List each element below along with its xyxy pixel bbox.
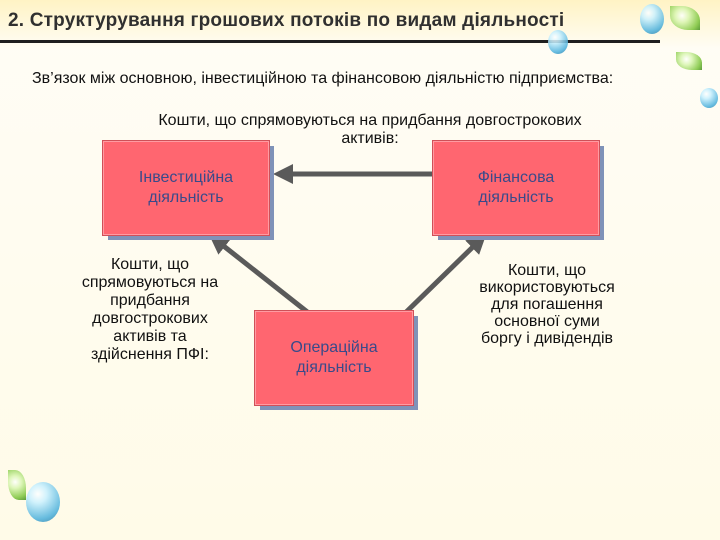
water-drop-icon xyxy=(548,30,568,54)
water-drop-icon xyxy=(700,88,718,108)
leaf-drop-icon xyxy=(8,470,26,500)
node-label-line: Інвестиційна xyxy=(138,169,234,186)
caption-line: Кошти, що xyxy=(110,256,190,273)
financial-activity-node: Фінансова діяльність xyxy=(432,140,600,236)
caption-line: використовуються xyxy=(479,279,615,296)
arrow-operating-to-financial xyxy=(396,233,487,322)
top-caption: Кошти, що спрямовуються на придбання дов… xyxy=(110,112,630,148)
caption-line: для погашення xyxy=(491,296,603,313)
caption-line: Кошти, що xyxy=(507,262,587,279)
node-label-line: Операційна xyxy=(290,339,378,356)
caption-line: активів та xyxy=(113,328,187,345)
caption-line: основної суми xyxy=(494,313,600,330)
caption-line: придбання xyxy=(110,292,190,309)
investment-activity-node: Інвестиційна діяльність xyxy=(102,140,270,236)
left-caption: Кошти, що спрямовуються на придбання дов… xyxy=(60,256,240,364)
caption-line: довгострокових xyxy=(92,310,208,327)
slide-subtitle: Зв’язок між основною, інвестиційною та ф… xyxy=(32,70,614,87)
arrow-operating-to-investment xyxy=(208,234,322,324)
caption-line: боргу і дивідендів xyxy=(480,330,614,347)
caption-line: спрямовуються на xyxy=(81,274,219,291)
node-label-line: Фінансова xyxy=(477,169,555,186)
operating-activity-node: Операційна діяльність xyxy=(254,310,414,406)
water-drop-icon xyxy=(26,482,60,522)
caption-line: Кошти, що спрямовуються на придбання дов… xyxy=(158,112,582,129)
caption-line: активів: xyxy=(341,130,399,147)
water-drop-icon xyxy=(640,4,664,34)
title-underline xyxy=(0,40,660,43)
node-label-line: діяльність xyxy=(296,359,372,376)
right-caption: Кошти, що використовуються для погашення… xyxy=(452,262,642,347)
node-label-line: діяльність xyxy=(148,189,224,206)
leaf-drop-icon xyxy=(670,6,700,30)
caption-line: здійснення ПФІ: xyxy=(91,346,209,363)
node-label-line: діяльність xyxy=(478,189,554,206)
slide-title: 2. Структурування грошових потоків по ви… xyxy=(8,10,565,31)
leaf-drop-icon xyxy=(676,52,702,70)
